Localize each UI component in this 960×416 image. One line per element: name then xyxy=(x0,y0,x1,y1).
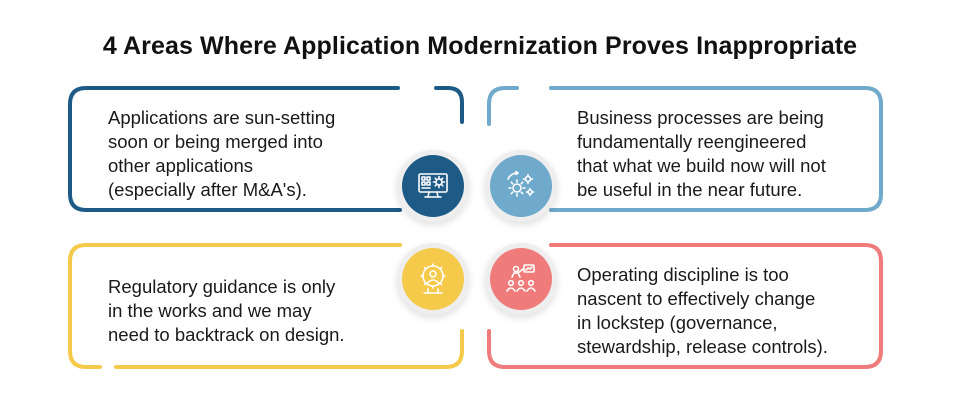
computer-settings-icon xyxy=(402,155,464,217)
card-text: Business processes are being fundamental… xyxy=(577,107,826,200)
person-gear-icon xyxy=(402,248,464,310)
card-text: Regulatory guidance is only in the works… xyxy=(108,276,345,345)
card-frame xyxy=(487,243,883,369)
card-text: Operating discipline is too nascent to e… xyxy=(577,264,828,357)
page-title: 4 Areas Where Application Modernization … xyxy=(102,32,858,60)
card-frame xyxy=(68,243,464,369)
team-leader-icon xyxy=(490,248,552,310)
card-text: Applications are sun-setting soon or bei… xyxy=(108,107,336,200)
card-bottom-right: Operating discipline is too nascent to e… xyxy=(487,243,883,369)
card-bottom-left: Regulatory guidance is only in the works… xyxy=(68,243,464,369)
card-frame xyxy=(487,86,883,212)
gears-process-icon xyxy=(490,155,552,217)
card-frame xyxy=(68,86,464,212)
card-top-left: Applications are sun-setting soon or bei… xyxy=(68,86,464,212)
card-top-right: Business processes are being fundamental… xyxy=(487,86,883,212)
